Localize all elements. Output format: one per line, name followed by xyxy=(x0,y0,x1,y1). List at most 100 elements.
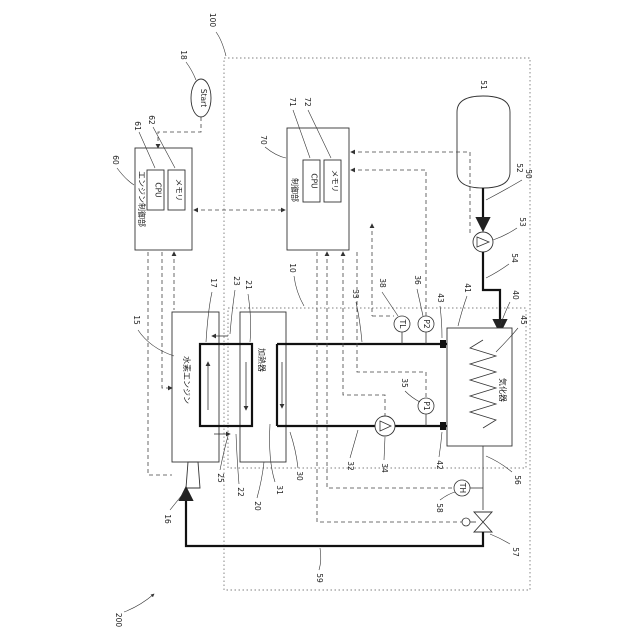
ref-23: 23 xyxy=(232,276,241,286)
engine-memory-label: メモリ xyxy=(175,179,184,202)
lead-20 xyxy=(257,462,264,498)
ref-33: 33 xyxy=(351,289,360,299)
ref-15: 15 xyxy=(132,315,141,325)
ref-20: 20 xyxy=(253,501,262,511)
lead-43 xyxy=(440,306,442,338)
connector-42 xyxy=(440,422,446,430)
lead-18 xyxy=(186,62,196,80)
signal-pump34 xyxy=(343,252,385,416)
ref-30: 30 xyxy=(295,471,304,481)
lead-40 xyxy=(500,302,510,326)
ref-59: 59 xyxy=(315,573,324,583)
heater-box xyxy=(240,312,286,462)
ref-53: 53 xyxy=(518,217,527,227)
hydrogen-engine-label: 水素エンジン xyxy=(182,356,192,404)
sensor-p2-label: P2 xyxy=(422,319,431,329)
engine-controller-label: エンジン制御部 xyxy=(137,171,147,227)
lead-57 xyxy=(490,534,510,544)
engine-nozzle xyxy=(186,462,200,488)
ref-21: 21 xyxy=(244,280,253,290)
lead-53 xyxy=(493,228,517,240)
lead-70 xyxy=(265,147,286,158)
controller-label: 制御部 xyxy=(290,178,300,202)
hydrogen-engine-box xyxy=(172,312,219,462)
lead-42 xyxy=(439,432,442,457)
lead-15 xyxy=(138,330,174,356)
ref-35: 35 xyxy=(400,378,409,388)
signal-pump53 xyxy=(351,152,470,236)
ref-32: 32 xyxy=(346,461,355,471)
ref-16: 16 xyxy=(163,514,172,524)
lead-56 xyxy=(486,456,512,472)
start-label: Start xyxy=(199,89,208,107)
ref-62: 62 xyxy=(147,115,156,125)
signal-engine-side xyxy=(148,252,172,475)
start-signal-line xyxy=(158,117,201,148)
lead-30 xyxy=(290,432,298,468)
fuel-line-59 xyxy=(186,488,483,546)
ref-60: 60 xyxy=(111,155,120,165)
ref-34: 34 xyxy=(380,463,389,473)
sensor-th-label: TH xyxy=(458,482,467,493)
ref-10: 10 xyxy=(288,263,297,273)
ref-38: 38 xyxy=(378,278,387,288)
lead-100 xyxy=(216,32,226,56)
controller-memory-label: メモリ xyxy=(331,170,340,193)
ref-71: 71 xyxy=(288,97,297,107)
supply-line-54 xyxy=(483,252,500,332)
valve-actuator-head xyxy=(462,518,470,526)
pump-34 xyxy=(375,416,395,436)
connector-43 xyxy=(440,340,446,348)
ref-50: 50 xyxy=(524,169,533,179)
valve-57 xyxy=(474,512,492,532)
ref-70: 70 xyxy=(259,135,268,145)
lead-32 xyxy=(350,430,358,458)
ref-40: 40 xyxy=(511,290,520,300)
lead-10 xyxy=(294,276,304,306)
ref-56: 56 xyxy=(513,475,522,485)
ref-52: 52 xyxy=(515,163,524,173)
ref-61: 61 xyxy=(133,121,142,131)
lead-200 xyxy=(124,594,154,612)
ref-57: 57 xyxy=(511,547,520,557)
ref-25: 25 xyxy=(216,473,225,483)
lead-35 xyxy=(405,391,420,402)
lead-36 xyxy=(417,289,423,316)
ref-36: 36 xyxy=(413,275,422,285)
signal-engine-mid xyxy=(162,252,172,388)
lead-16 xyxy=(170,490,186,510)
sensor-tl-label: TL xyxy=(398,319,407,330)
ref-31: 31 xyxy=(275,485,284,495)
signal-th xyxy=(327,252,454,488)
hydrogen-tank xyxy=(457,96,510,188)
lead-38 xyxy=(382,292,398,316)
signal-p2 xyxy=(351,170,426,316)
lead-58 xyxy=(440,492,455,500)
ref-42: 42 xyxy=(435,460,444,470)
ref-41: 41 xyxy=(463,283,472,293)
ref-54: 54 xyxy=(510,253,519,263)
lead-59 xyxy=(319,548,321,570)
sensor-p1-label: P1 xyxy=(422,401,431,411)
ref-17: 17 xyxy=(209,278,218,288)
ref-200: 200 xyxy=(114,613,123,628)
lead-60 xyxy=(117,168,134,185)
ref-18: 18 xyxy=(179,50,188,60)
lead-54 xyxy=(486,264,509,278)
ref-22: 22 xyxy=(236,487,245,497)
lead-41 xyxy=(458,296,467,326)
lead-22 xyxy=(236,434,239,484)
lead-23 xyxy=(230,290,235,334)
ref-72: 72 xyxy=(303,97,312,107)
ref-100: 100 xyxy=(208,13,217,28)
ref-58: 58 xyxy=(435,503,444,513)
lead-34 xyxy=(384,437,385,460)
ref-43: 43 xyxy=(436,293,445,303)
ref-51: 51 xyxy=(479,80,488,90)
signal-p1 xyxy=(357,252,426,398)
engine-cpu-label: CPU xyxy=(154,182,163,197)
heater-label: 加熱器 xyxy=(257,348,267,372)
ref-45: 45 xyxy=(519,315,528,325)
vaporizer-label: 気化器 xyxy=(498,378,508,402)
